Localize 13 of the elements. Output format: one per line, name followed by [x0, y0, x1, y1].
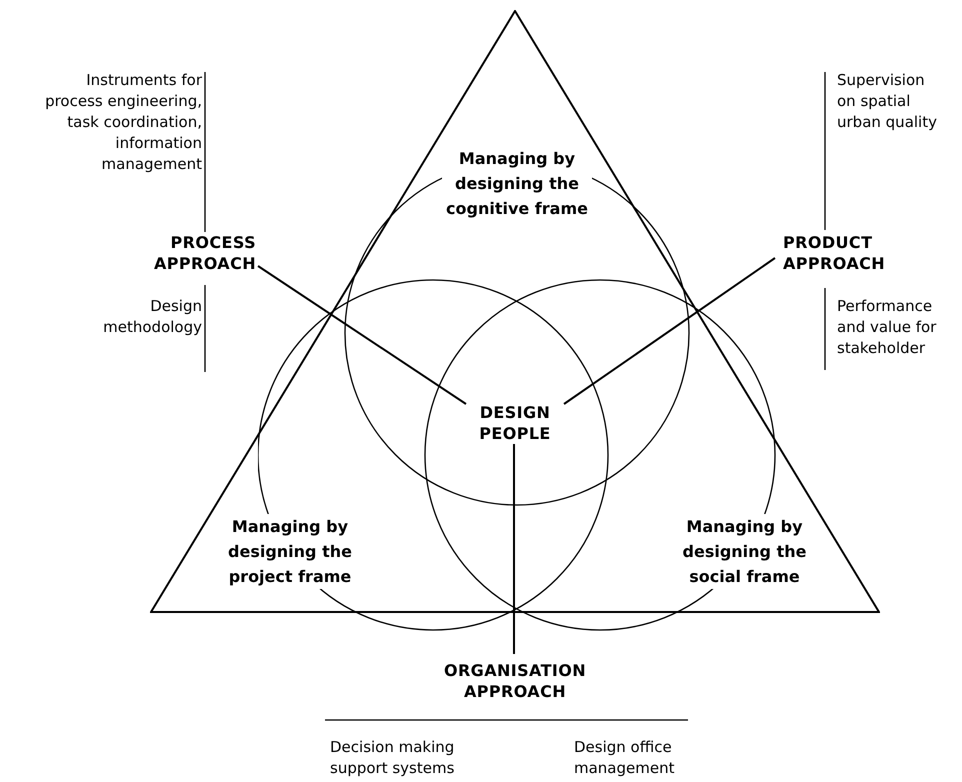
approach-label: PROCESS APPROACH	[150, 232, 256, 274]
approach-note: Design methodology	[102, 296, 202, 338]
connector-line	[513, 444, 515, 654]
connector-line	[257, 265, 467, 405]
note-text: Instruments for process engineering, task coordination, information management	[44, 70, 202, 175]
center-label: DESIGN PEOPLE	[466, 402, 564, 444]
approach-label: ORGANISATION APPROACH	[430, 660, 600, 702]
note-text: Supervision on spatial urban quality	[837, 70, 938, 133]
approach-note: Performance and value for stakeholder	[837, 296, 938, 359]
approach-note: Design office management	[574, 737, 676, 779]
connector-line	[563, 257, 776, 405]
approach-label: PRODUCT APPROACH	[783, 232, 913, 274]
approach-note: Decision making support systems	[330, 737, 456, 779]
